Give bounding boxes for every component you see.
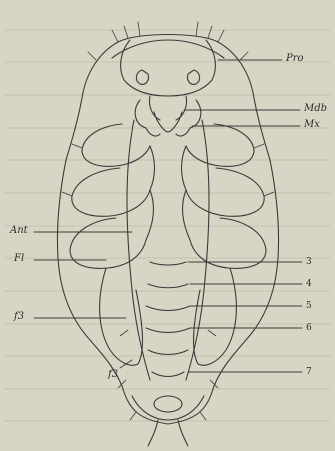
label-t3: f3 — [108, 370, 118, 380]
left-wing — [100, 268, 143, 365]
leader-lines — [34, 60, 302, 372]
label-fl: Fl — [14, 254, 24, 264]
label-ant: Ant — [10, 226, 28, 236]
label-segment-3: 3 — [306, 257, 312, 267]
label-segment-7: 7 — [306, 367, 312, 377]
label-segment-6: 6 — [306, 323, 312, 333]
abdomen-segments — [146, 262, 190, 377]
label-f3: f3 — [14, 312, 24, 322]
setae — [62, 22, 274, 420]
right-wing — [194, 268, 237, 365]
right-eye — [187, 70, 199, 84]
left-eye — [136, 70, 148, 84]
mandibles — [149, 96, 186, 132]
label-segment-5: 5 — [306, 301, 312, 311]
label-mdb: Mdb — [304, 104, 327, 114]
label-mx: Mx — [304, 120, 320, 130]
head-outline — [121, 40, 216, 96]
body-outline — [57, 35, 278, 425]
label-segment-4: 4 — [306, 279, 312, 289]
label-pro: Pro — [286, 54, 304, 64]
background-texture — [5, 30, 330, 421]
maxillae — [135, 100, 201, 136]
anal-segment — [154, 396, 182, 412]
pronotum-line — [112, 40, 224, 58]
